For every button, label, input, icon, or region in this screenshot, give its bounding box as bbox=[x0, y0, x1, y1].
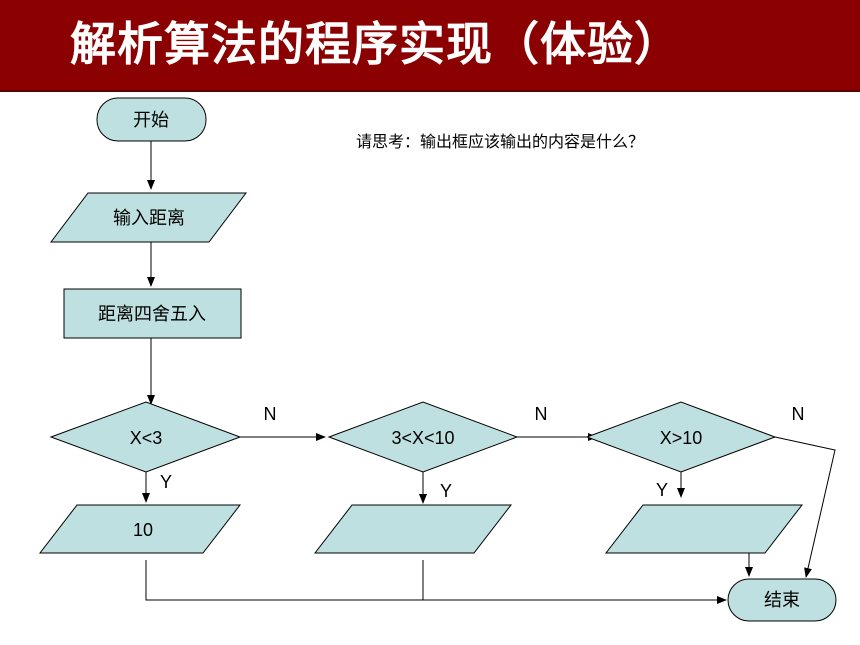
slide-title: 解析算法的程序实现（体验） bbox=[70, 17, 681, 71]
yes-label-2: Y bbox=[440, 481, 452, 501]
start-label: 开始 bbox=[133, 110, 169, 131]
output-box-3 bbox=[604, 504, 804, 554]
decision3-label: X>10 bbox=[660, 428, 703, 448]
title-bar: 解析算法的程序实现（体验） bbox=[0, 0, 860, 92]
decision-x-greater-10 bbox=[585, 401, 777, 473]
output-box-2 bbox=[313, 504, 513, 554]
output1-label: 10 bbox=[133, 520, 153, 540]
input-box bbox=[49, 192, 248, 243]
process-box bbox=[63, 288, 242, 339]
decision1-label: X<3 bbox=[130, 428, 163, 448]
arrow-decision3-no bbox=[774, 436, 836, 578]
yes-label-3: Y bbox=[656, 480, 668, 500]
output-box-1 bbox=[38, 504, 242, 554]
end-terminal bbox=[727, 578, 837, 622]
connectors bbox=[142, 141, 836, 604]
end-label: 结束 bbox=[764, 590, 800, 611]
process-label: 距离四舍五入 bbox=[98, 304, 206, 325]
start-terminal bbox=[96, 97, 207, 142]
decision2-label: 3<X<10 bbox=[391, 428, 454, 448]
decision-3-to-10 bbox=[327, 401, 519, 473]
arrow-output1-to-end bbox=[145, 560, 727, 604]
yes-label-1: Y bbox=[160, 472, 172, 492]
no-label-1: N bbox=[264, 404, 277, 424]
decision-x-less-3 bbox=[49, 401, 242, 473]
no-label-3: N bbox=[792, 404, 805, 424]
no-label-2: N bbox=[535, 404, 548, 424]
input-label: 输入距离 bbox=[113, 208, 185, 229]
question-text: 请思考：输出框应该输出的内容是什么？ bbox=[356, 132, 645, 151]
